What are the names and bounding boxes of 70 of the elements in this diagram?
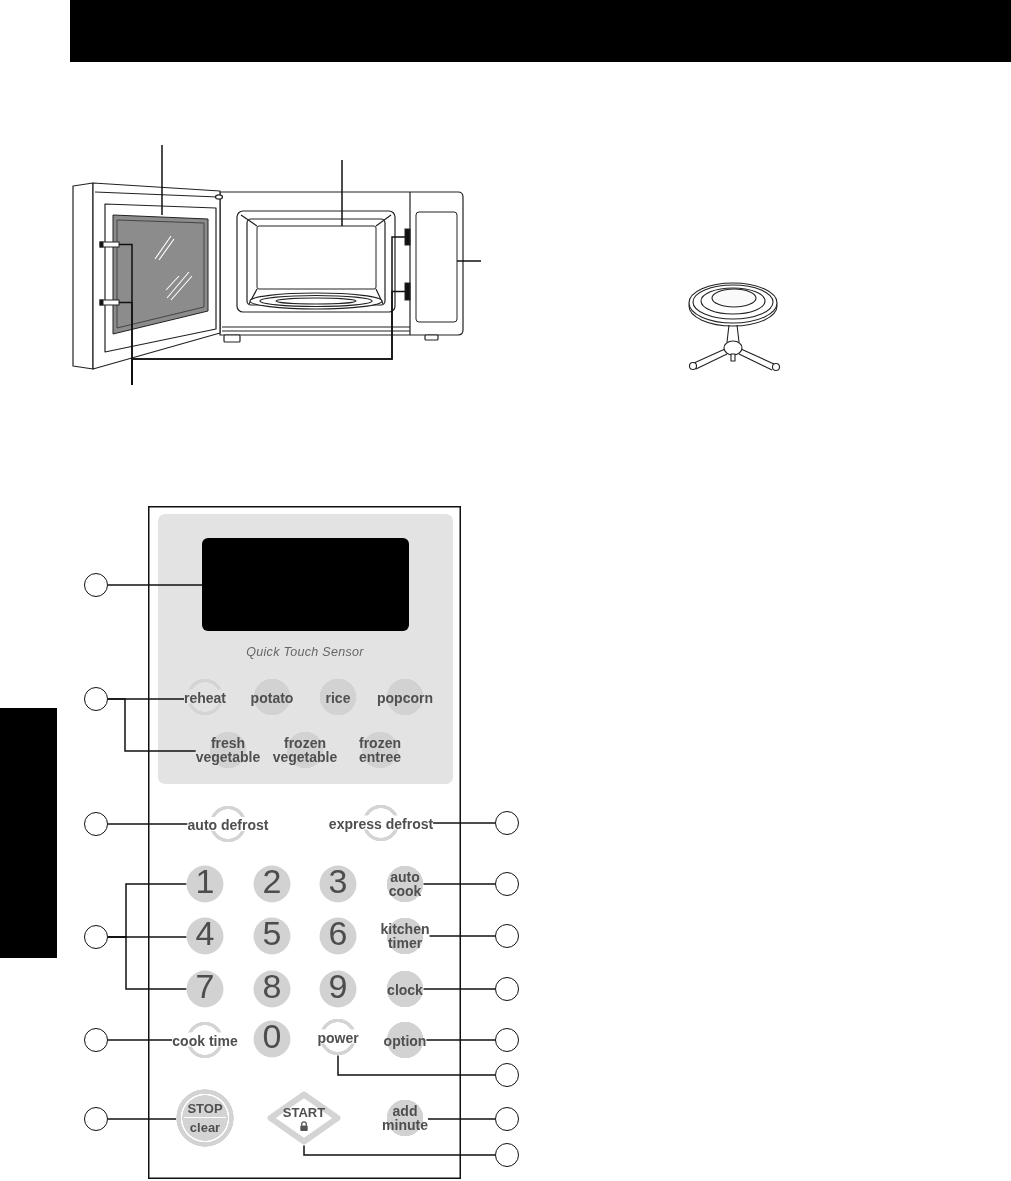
number-button: 1 <box>186 865 224 903</box>
leader-line <box>107 823 189 825</box>
number-button: 2 <box>253 865 291 903</box>
callout-circle <box>495 811 519 835</box>
function-button: option <box>383 1021 427 1059</box>
stop-button: STOP clear <box>176 1089 234 1147</box>
function-button: clock <box>386 970 424 1008</box>
sensor-button: potato <box>250 678 294 716</box>
control-panel <box>148 506 461 1179</box>
side-panel <box>415 211 458 323</box>
door-hook <box>99 299 120 306</box>
leader-line <box>303 1144 496 1156</box>
callout-circle <box>495 1063 519 1087</box>
callout-circle <box>495 1028 519 1052</box>
leader-line <box>422 883 496 885</box>
display-screen <box>202 538 409 631</box>
function-button: auto cook <box>386 865 424 903</box>
leader-line <box>107 936 188 990</box>
door-interlock <box>404 282 411 301</box>
number-button: 3 <box>319 865 357 903</box>
callout-circle <box>84 687 108 711</box>
callout-circle <box>495 1107 519 1131</box>
number-button: 7 <box>186 970 224 1008</box>
leader-line <box>161 144 163 216</box>
leader-line <box>425 1039 496 1041</box>
leader-line <box>107 1118 177 1120</box>
panel-caption: Quick Touch Sensor <box>246 645 364 659</box>
oven-cavity <box>256 225 377 290</box>
side-tab <box>0 708 57 958</box>
leader-line <box>107 584 203 586</box>
function-button: kitchen timer <box>380 917 430 955</box>
number-button: 9 <box>319 970 357 1008</box>
callout-circle <box>495 1143 519 1167</box>
sensor-button: popcorn <box>377 678 433 716</box>
door-interlock <box>404 228 411 246</box>
leader-line <box>456 260 482 262</box>
leader-line <box>337 1054 496 1076</box>
function-button: auto defrost <box>187 805 269 843</box>
callout-circle <box>495 872 519 896</box>
function-button: express defrost <box>328 804 434 842</box>
callout-circle <box>84 1107 108 1131</box>
number-button: 0 <box>253 1020 291 1058</box>
callout-circle <box>495 977 519 1001</box>
function-button: add minute <box>382 1099 428 1137</box>
function-button: power <box>317 1018 359 1056</box>
sensor-button: rice <box>319 678 357 716</box>
callout-circle <box>84 1028 108 1052</box>
leader-line <box>432 822 496 824</box>
sensor-button: frozen vegetable <box>272 731 338 769</box>
leader-line <box>107 698 197 752</box>
door-hook <box>99 241 120 248</box>
sensor-panel <box>158 514 453 784</box>
callout-circle <box>84 812 108 836</box>
callout-circle <box>495 924 519 948</box>
leader-line <box>427 1118 496 1120</box>
callout-circle <box>84 925 108 949</box>
leader-line <box>422 988 496 990</box>
leader-line <box>341 159 343 227</box>
sensor-button: reheat <box>184 678 226 716</box>
leader-line <box>107 1039 174 1041</box>
sensor-button: fresh vegetable <box>195 731 261 769</box>
number-button: 5 <box>253 917 291 955</box>
function-button: cook time <box>172 1021 238 1059</box>
callout-circle <box>84 573 108 597</box>
leader-line <box>428 935 496 937</box>
start-button: START <box>265 1090 343 1146</box>
number-button: 4 <box>186 917 224 955</box>
sensor-button: frozen entree <box>359 731 401 769</box>
number-button: 6 <box>319 917 357 955</box>
number-button: 8 <box>253 970 291 1008</box>
